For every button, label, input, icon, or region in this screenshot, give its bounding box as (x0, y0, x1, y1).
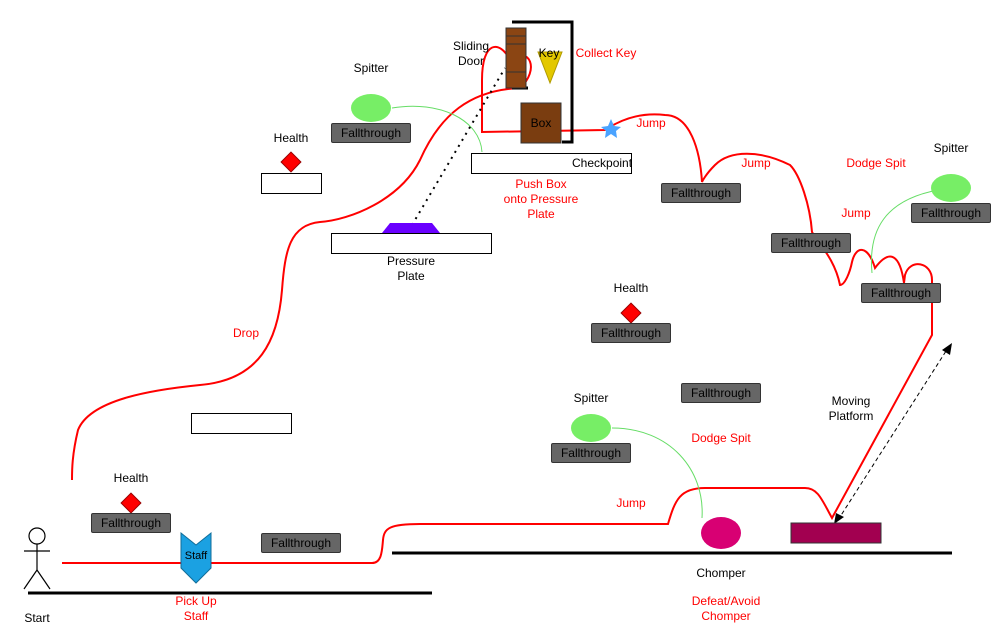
spit-range-lower (611, 427, 703, 519)
health-icon-upper (280, 151, 302, 173)
jump-label-1: Jump (636, 116, 666, 130)
fallthrough-spitter-upper: Fallthrough (331, 123, 411, 143)
jump-label-2: Jump (741, 156, 771, 170)
dodge-spit-label-lower: Dodge Spit (691, 431, 751, 445)
jump-label-4: Jump (616, 496, 646, 510)
spitter-upper (351, 94, 391, 122)
door-frame (512, 20, 574, 144)
defeat-avoid-label: Defeat/Avoid Chomper (691, 594, 761, 623)
checkpoint-label: Checkpoint (572, 156, 633, 170)
checkpoint-platform: Checkpoint (471, 153, 632, 174)
health-label-upper: Health (273, 131, 309, 145)
health-icon-lower (120, 492, 142, 514)
fallthrough-4: Fallthrough (681, 383, 761, 403)
health-label-lower: Health (113, 471, 149, 485)
player-path (62, 45, 933, 564)
checkpoint-star-icon (601, 119, 621, 138)
health-icon-middle (620, 302, 642, 324)
health-label-middle: Health (613, 281, 649, 295)
box-label: Box (530, 116, 552, 130)
fallthrough-health-lower: Fallthrough (91, 513, 171, 533)
fallthrough-5: Fallthrough (261, 533, 341, 553)
platform-health-upper (261, 173, 322, 194)
fallthrough-spitter-right: Fallthrough (911, 203, 991, 223)
drop-label: Drop (232, 326, 259, 340)
jump-label-3: Jump (841, 206, 871, 220)
start-label: Start (24, 611, 50, 625)
pressure-plate (382, 223, 440, 233)
spit-range-right (870, 189, 939, 274)
staff-label: Staff (184, 550, 208, 562)
arrow-head-top (942, 343, 952, 355)
fallthrough-spitter-lower: Fallthrough (551, 443, 631, 463)
spit-range-upper (391, 105, 483, 153)
staff-icon (180, 531, 212, 584)
fallthrough-health-middle: Fallthrough (591, 323, 671, 343)
spitter-lower (571, 414, 611, 442)
plate-door-link (411, 67, 506, 226)
moving-platform-label: Moving Platform (828, 394, 874, 423)
key-label: Key (538, 46, 560, 60)
pick-up-staff-label: Pick Up Staff (175, 594, 217, 623)
moving-platform-arrow (837, 347, 949, 521)
spitter-right (931, 174, 971, 202)
spitter-label-lower: Spitter (573, 391, 609, 405)
moving-platform (790, 522, 882, 544)
chomper (701, 517, 741, 549)
fallthrough-3: Fallthrough (861, 283, 941, 303)
sliding-door (505, 27, 527, 89)
spitter-label-right: Spitter (933, 141, 969, 155)
pressure-plate-platform (331, 233, 492, 254)
lower-left-platform (191, 413, 292, 434)
push-box-label: Push Box onto Pressure Plate (503, 177, 579, 221)
collect-key-label: Collect Key (575, 46, 637, 60)
arrow-head-bottom (834, 513, 844, 524)
spitter-label-upper: Spitter (353, 61, 389, 75)
key-icon (537, 51, 563, 85)
fallthrough-2: Fallthrough (771, 233, 851, 253)
sliding-door-label: Sliding Door (452, 39, 490, 68)
fallthrough-1: Fallthrough (661, 183, 741, 203)
player-stick-figure (23, 527, 51, 590)
chomper-label: Chomper (696, 566, 746, 580)
dodge-spit-label-upper: Dodge Spit (846, 156, 906, 170)
push-box (520, 102, 562, 144)
pressure-plate-label: Pressure Plate (386, 254, 436, 283)
